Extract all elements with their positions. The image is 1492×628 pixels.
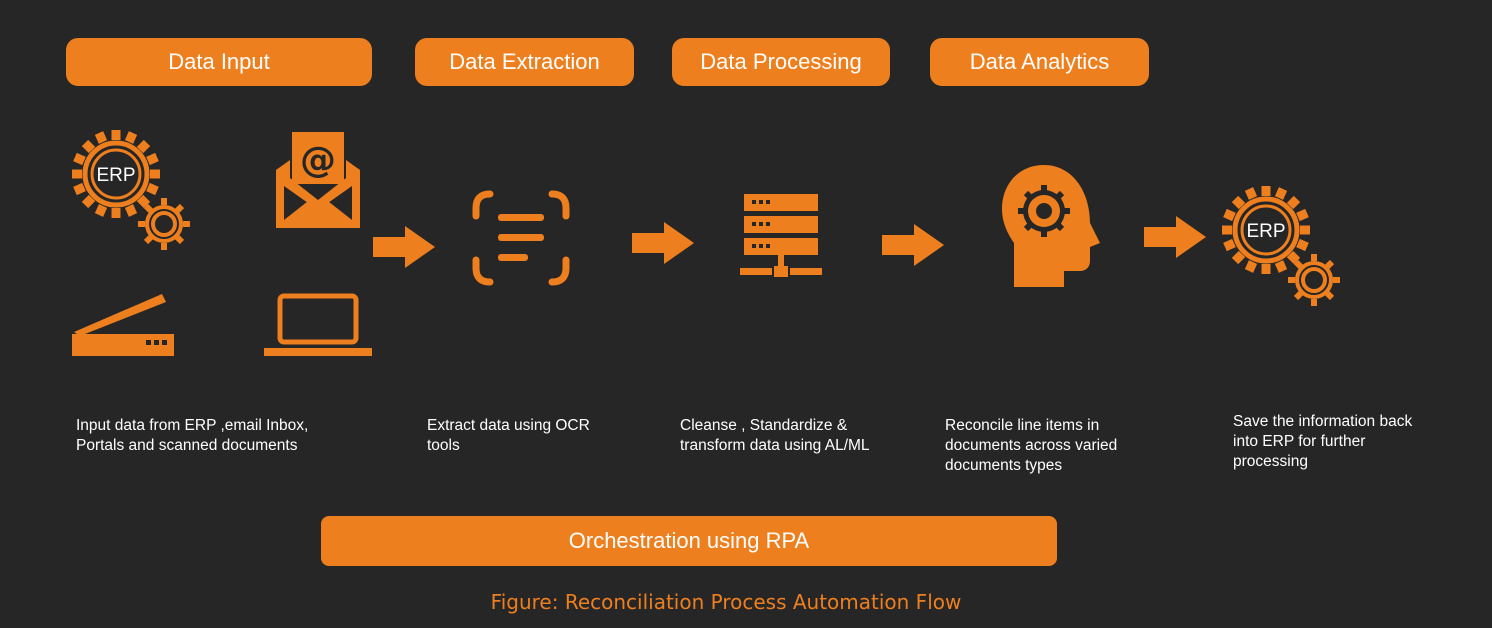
stage-description-input: Input data from ERP ,email Inbox, Portal…	[76, 417, 309, 454]
erp-gear-icon: ERP	[72, 130, 190, 250]
erp-label: ERP	[96, 165, 135, 186]
final-step-description: Save the information back into ERP for f…	[1233, 413, 1413, 470]
stage-label: Data Analytics	[969, 49, 1110, 74]
figure-caption: Figure: Reconciliation Process Automatio…	[490, 590, 962, 614]
ai-head-gear-icon	[1002, 165, 1100, 287]
arrow-right-icon	[373, 226, 435, 268]
stage-label: Data Extraction	[449, 49, 600, 74]
erp-gear-icon: ERP	[1222, 186, 1340, 306]
laptop-icon	[264, 293, 372, 356]
erp-label: ERP	[1246, 221, 1285, 242]
at-symbol: @	[300, 140, 336, 181]
stage-data-input: Data Input	[66, 38, 372, 86]
arrow-right-icon	[1144, 216, 1206, 258]
stage-data-analytics: Data Analytics	[930, 38, 1149, 86]
stage-description-analytics: Reconcile line items in documents across…	[945, 417, 1118, 474]
stage-data-extraction: Data Extraction	[415, 38, 634, 86]
stage-label: Data Input	[168, 49, 270, 74]
scanner-icon	[72, 294, 174, 356]
arrow-right-icon	[632, 222, 694, 264]
database-server-icon	[740, 194, 822, 277]
ocr-scan-icon	[472, 190, 570, 286]
email-icon: @	[276, 132, 360, 228]
orchestration-bar: Orchestration using RPA	[321, 516, 1057, 566]
stage-label: Data Processing	[700, 49, 862, 74]
arrow-right-icon	[882, 224, 944, 266]
stage-description-processing: Cleanse , Standardize & transform data u…	[680, 417, 870, 454]
stage-description-extraction: Extract data using OCR tools	[427, 417, 590, 454]
orchestration-label: Orchestration using RPA	[568, 528, 810, 553]
stage-data-processing: Data Processing	[672, 38, 890, 86]
